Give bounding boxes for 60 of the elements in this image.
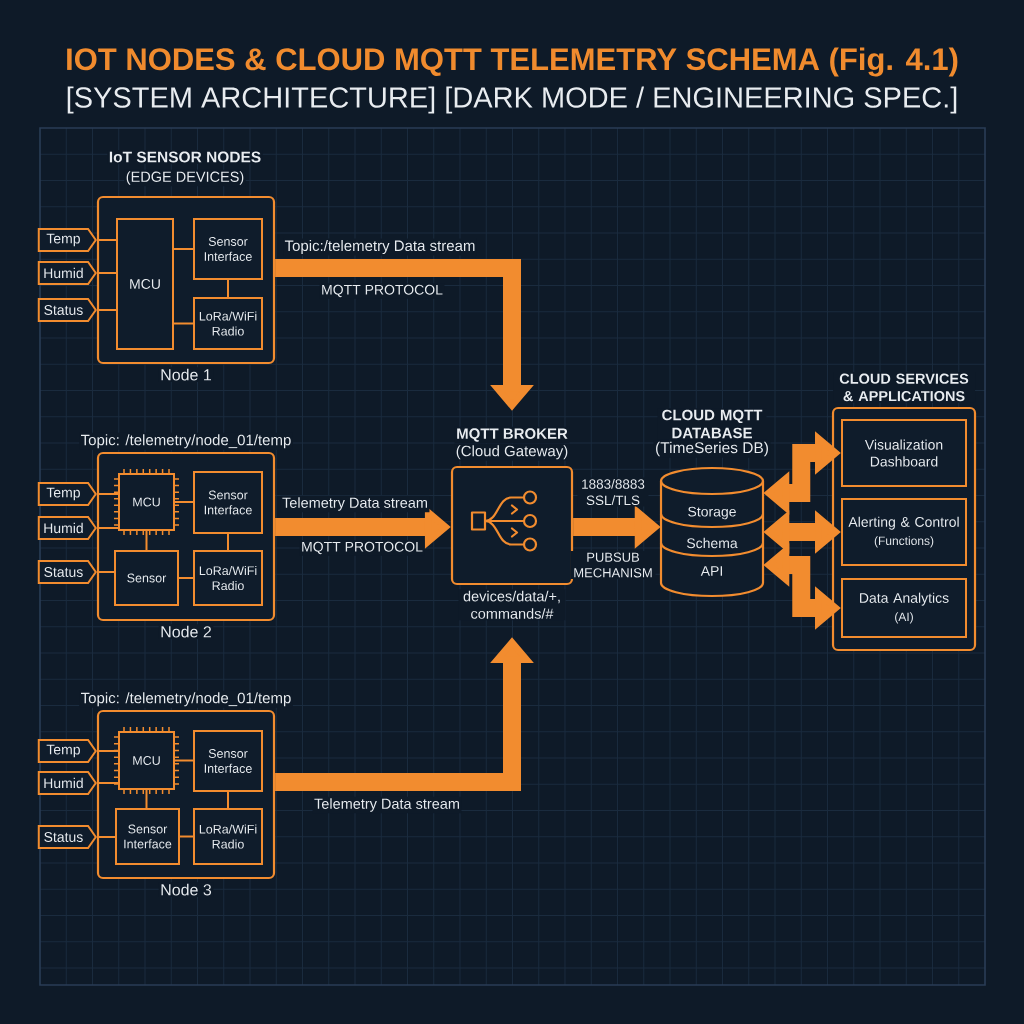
module-box: LoRa/WiFi Radio <box>193 808 263 865</box>
connector-line <box>145 530 148 551</box>
connector-line <box>179 835 194 838</box>
box-heading: CLOUD MQTT DATABASE <box>657 408 767 440</box>
box-subheading: (TimeSeries DB) <box>653 440 771 458</box>
module-box: LoRa/WiFi Radio <box>193 550 263 606</box>
connector-line <box>174 501 194 503</box>
device-caption: Node 2 <box>158 624 214 639</box>
service-box: Alerting & Control (Functions) <box>841 498 967 566</box>
input-tag: Status <box>37 560 97 584</box>
module-box: MCU <box>116 218 174 350</box>
input-tag: Humid <box>37 771 97 795</box>
connector-line <box>227 533 229 551</box>
input-tag: Temp <box>37 482 97 506</box>
protocol-label: MQTT PROTOCOL <box>299 540 425 556</box>
input-tag: Temp <box>37 739 97 763</box>
input-tag: Status <box>37 298 97 322</box>
input-tag: Humid <box>37 516 97 540</box>
module-box: Sensor <box>114 550 179 606</box>
device-caption: Node 3 <box>158 882 214 897</box>
mcu-chip: MCU <box>118 473 175 531</box>
input-tag: Status <box>37 825 97 849</box>
connector-line <box>174 759 194 762</box>
connector-line <box>173 248 194 250</box>
service-box: Visualization Dashboard <box>841 419 967 487</box>
device-caption: Node 1 <box>158 367 214 382</box>
connector-line <box>96 272 117 274</box>
diagram-title: IOT NODES & CLOUD MQTT TELEMETRY SCHEMA (Fig. 4.1) <box>67 47 958 77</box>
database-layer: API <box>700 566 722 576</box>
connector-line <box>173 322 194 325</box>
column-heading: IoT SENSOR NODES <box>107 150 263 164</box>
mechanism-label: PUBSUB MECHANISM <box>570 551 656 579</box>
input-tag: Humid <box>37 261 97 285</box>
connector-line <box>96 750 119 752</box>
module-box: Sensor Interface <box>193 471 263 534</box>
connector-line <box>96 309 117 311</box>
connector-line <box>96 836 116 838</box>
topic-filter-label: devices/data/+, commands/# <box>458 589 566 621</box>
edge-label: 1883/8883 SSL/TLS <box>577 477 649 507</box>
database-layer: Schema <box>686 537 738 549</box>
connector-line <box>227 791 229 809</box>
connector-line <box>96 571 115 573</box>
input-tag: Temp <box>37 228 97 252</box>
protocol-label: MQTT PROTOCOL <box>319 283 445 299</box>
subtitle: [SYSTEM ARCHITECTURE] [DARK MODE / ENGINEERING SPEC.] <box>64 85 960 115</box>
module-box: Sensor Interface <box>115 808 180 865</box>
module-box: LoRa/WiFi Radio <box>193 297 263 350</box>
connector-line <box>145 789 148 809</box>
connector-line <box>96 782 119 784</box>
database-layer: Storage <box>688 506 736 520</box>
service-box: Data Analytics (AI) <box>841 578 967 638</box>
connector-line <box>96 239 117 241</box>
connector-line <box>178 577 194 579</box>
panel-heading: CLOUD SERVICES & APPLICATIONS <box>833 372 975 403</box>
connector-line <box>96 527 119 529</box>
mcu-chip: MCU <box>118 731 175 790</box>
connector-line <box>96 493 119 495</box>
module-box: Sensor Interface <box>193 218 263 280</box>
module-box: Sensor Interface <box>193 730 263 792</box>
connector-line <box>227 279 229 298</box>
